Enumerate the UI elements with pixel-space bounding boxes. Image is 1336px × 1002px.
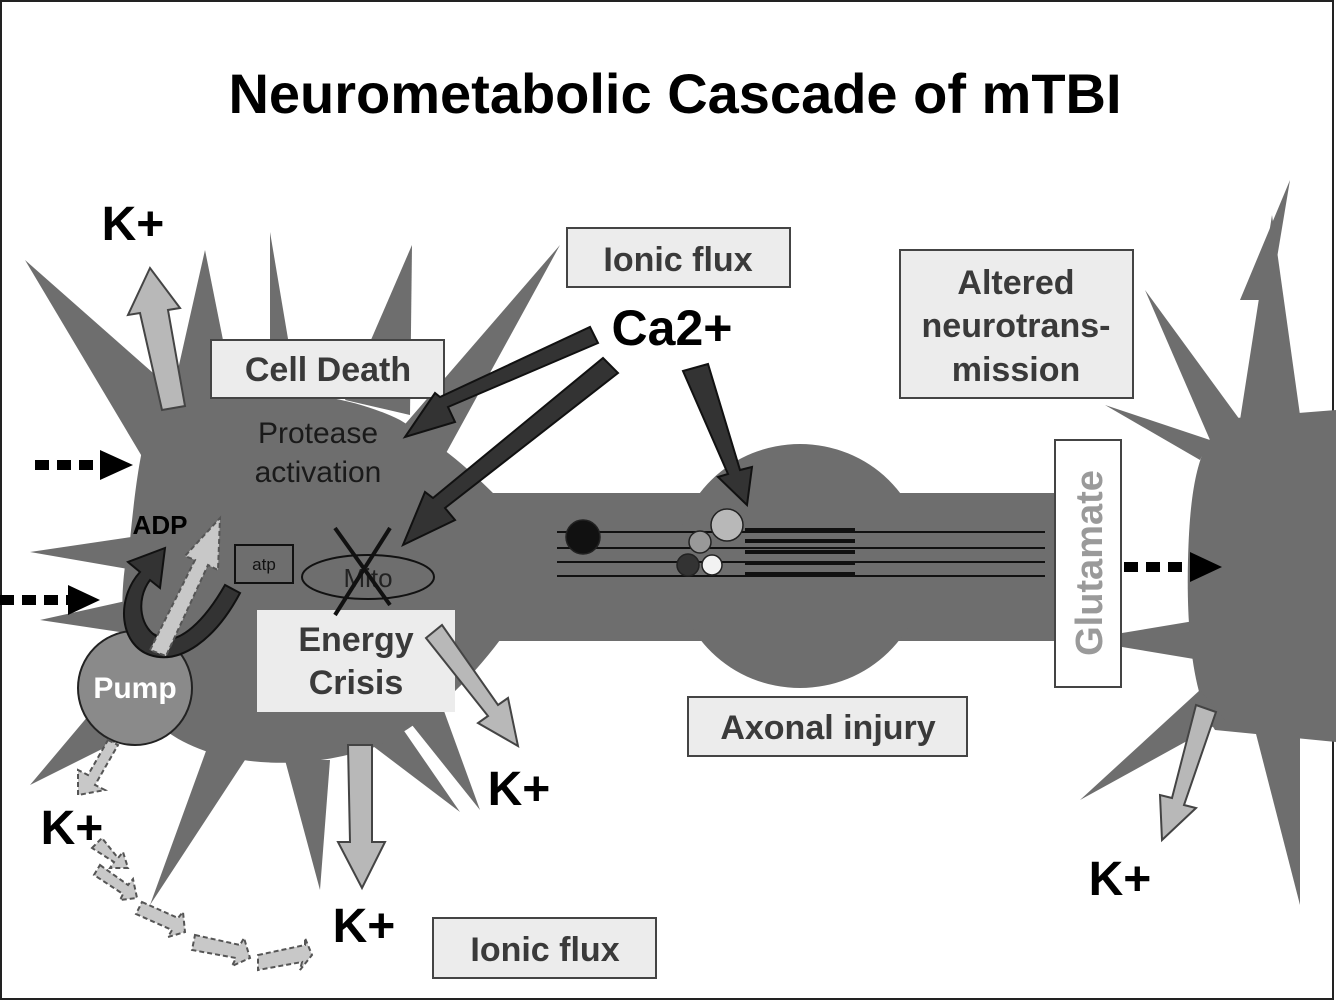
k-arrow-energy: [424, 623, 520, 748]
ionic-flux-top-label: Ionic flux: [603, 241, 752, 279]
ionic-flux-top-box: Ionic flux: [566, 227, 791, 288]
dendrite: [365, 725, 460, 812]
pump-label: Pump: [93, 672, 176, 705]
k-return-arrow: [190, 933, 252, 969]
energy-crisis-box: Energy Crisis: [257, 610, 455, 712]
k-label-energy: K+: [488, 763, 551, 816]
k-label-right: K+: [1089, 853, 1152, 906]
altered-line1: Altered: [957, 264, 1074, 302]
k-arrow-right: [1158, 703, 1218, 843]
dendrite: [1240, 180, 1290, 300]
microtubules: [557, 528, 1045, 577]
potassium-return-arrows: [77, 738, 314, 972]
k-return-arrow: [134, 900, 187, 939]
dendrite: [285, 760, 330, 890]
k-label-bottom: K+: [333, 900, 396, 953]
right-soma: [1187, 410, 1336, 742]
k-return-arrow: [257, 937, 314, 972]
altered-line3: mission: [952, 351, 1080, 389]
dendrite: [1255, 730, 1300, 905]
protease-line2: activation: [255, 456, 382, 489]
dendrite: [150, 740, 245, 905]
k-label-top-left: K+: [102, 198, 165, 251]
atp-box: atp: [234, 544, 294, 584]
k-return-arrow: [77, 738, 120, 797]
glutamate-box: Glutamate: [1054, 439, 1122, 688]
dotted-arrows: [0, 450, 1222, 615]
vesicles: [565, 508, 744, 577]
altered-line2: neurotrans-: [922, 307, 1111, 345]
axonal-swelling: [675, 444, 925, 688]
calcium-arrows: [401, 325, 754, 548]
cell-death-box: Cell Death: [210, 339, 445, 399]
altered-neurotransmission-box: Altered neurotrans- mission: [899, 249, 1134, 399]
dendrite: [1080, 620, 1200, 660]
k-return-arrow: [90, 836, 130, 869]
cell-death-label: Cell Death: [245, 351, 411, 389]
atp-cycle-arrow: [148, 515, 222, 658]
glutamate-label: Glutamate: [1069, 470, 1111, 656]
mitochondrion: Mito: [301, 526, 435, 617]
energy-line2: Crisis: [309, 664, 404, 702]
ca-arrow-axon: [681, 362, 754, 508]
ca-arrow-mito: [401, 356, 620, 548]
dendrite: [1080, 690, 1225, 800]
ca-label: Ca2+: [612, 300, 733, 356]
axonal-injury-label: Axonal injury: [720, 709, 935, 747]
ionic-flux-bottom-label: Ionic flux: [470, 931, 619, 969]
dendrite: [25, 260, 195, 470]
right-neuron: [1080, 180, 1336, 905]
dendrite: [1105, 405, 1210, 460]
protease-line1: Protease: [258, 417, 378, 450]
axonal-injury-box: Axonal injury: [687, 696, 968, 757]
cross-line: [333, 526, 392, 607]
potassium-arrows: [126, 266, 1218, 891]
k-label-left: K+: [41, 802, 104, 855]
energy-line1: Energy: [298, 621, 413, 659]
ionic-flux-bottom-box: Ionic flux: [432, 917, 657, 979]
adp-label: ADP: [133, 510, 188, 540]
k-arrow-top-left: [126, 266, 187, 412]
adp-cycle-arrow: [123, 546, 242, 659]
dendrite: [30, 535, 145, 572]
k-arrow-bottom: [336, 744, 387, 891]
dendrite: [400, 700, 480, 810]
atp-label: atp: [252, 555, 276, 574]
dendrite: [1240, 215, 1300, 420]
cross-line: [333, 526, 392, 617]
ca-arrow-protease: [402, 325, 600, 439]
dendrite: [40, 600, 140, 635]
diagram-title: Neurometabolic Cascade of mTBI: [228, 62, 1121, 125]
dendrite: [1145, 290, 1240, 440]
k-return-arrow: [92, 863, 139, 902]
